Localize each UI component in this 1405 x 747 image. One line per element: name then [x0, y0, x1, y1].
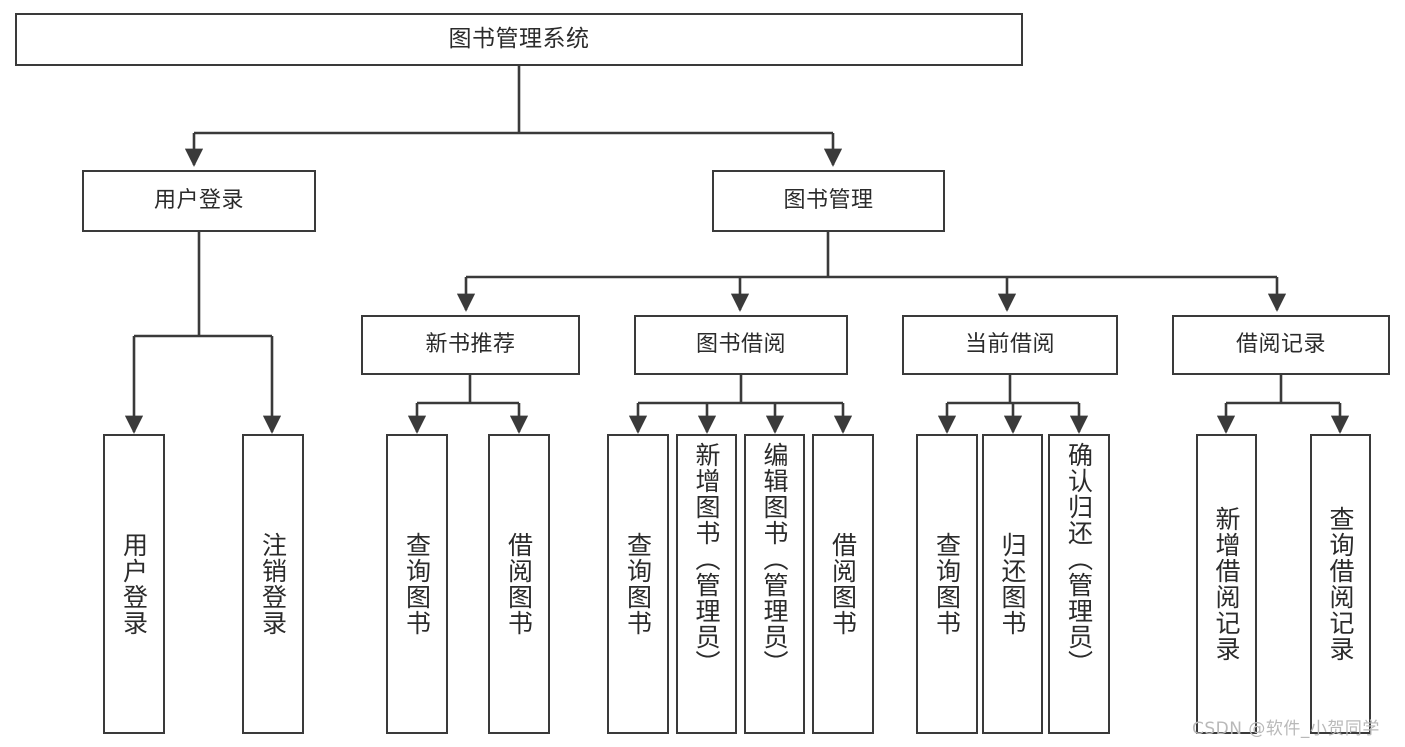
csdn-watermark: CSDN @软件_小贺同学 — [1192, 719, 1380, 739]
node-label: 查询图书 — [402, 532, 432, 636]
node-label: 确认归还（管理员） — [1064, 442, 1094, 676]
node-leaf-query-book-1[interactable]: 查询图书 — [386, 434, 448, 734]
node-label: 新增图书（管理员） — [692, 442, 721, 676]
node-label: 图书借阅 — [695, 332, 786, 358]
node-label: 查询借阅记录 — [1326, 506, 1355, 662]
node-leaf-user-login[interactable]: 用户登录 — [103, 434, 165, 734]
node-leaf-query-book-2[interactable]: 查询图书 — [607, 434, 669, 734]
node-label: 借阅图书 — [828, 532, 858, 636]
node-label: 查询图书 — [932, 532, 962, 636]
node-leaf-add-record[interactable]: 新增借阅记录 — [1196, 434, 1257, 734]
node-label: 归还图书 — [998, 532, 1027, 636]
node-leaf-confirm-return[interactable]: 确认归还（管理员） — [1048, 434, 1110, 734]
node-label: 图书管理系统 — [448, 26, 590, 53]
node-label: 编辑图书（管理员） — [760, 442, 789, 676]
node-leaf-return-book[interactable]: 归还图书 — [982, 434, 1043, 734]
node-leaf-logout-login[interactable]: 注销登录 — [242, 434, 304, 734]
node-label: 新增借阅记录 — [1212, 506, 1241, 662]
node-label: 查询图书 — [623, 532, 653, 636]
node-label: 用户登录 — [119, 532, 149, 636]
node-book-management[interactable]: 图书管理 — [712, 170, 945, 232]
node-label: 图书管理 — [783, 188, 874, 214]
node-leaf-borrow-book-1[interactable]: 借阅图书 — [488, 434, 550, 734]
node-new-book-recommend[interactable]: 新书推荐 — [361, 315, 580, 375]
node-leaf-query-book-3[interactable]: 查询图书 — [916, 434, 978, 734]
node-leaf-edit-book[interactable]: 编辑图书（管理员） — [744, 434, 805, 734]
node-label: 用户登录 — [153, 188, 244, 214]
node-book-borrow[interactable]: 图书借阅 — [634, 315, 848, 375]
node-label: 当前借阅 — [964, 332, 1055, 358]
node-label: 新书推荐 — [425, 332, 516, 358]
node-leaf-query-record[interactable]: 查询借阅记录 — [1310, 434, 1371, 734]
node-label: 注销登录 — [258, 532, 288, 636]
node-leaf-borrow-book-2[interactable]: 借阅图书 — [812, 434, 874, 734]
node-label: 借阅图书 — [504, 532, 534, 636]
node-root-system[interactable]: 图书管理系统 — [15, 13, 1023, 66]
node-current-borrow[interactable]: 当前借阅 — [902, 315, 1118, 375]
node-label: 借阅记录 — [1235, 332, 1326, 358]
node-leaf-add-book[interactable]: 新增图书（管理员） — [676, 434, 737, 734]
node-borrow-record[interactable]: 借阅记录 — [1172, 315, 1390, 375]
node-user-login[interactable]: 用户登录 — [82, 170, 316, 232]
